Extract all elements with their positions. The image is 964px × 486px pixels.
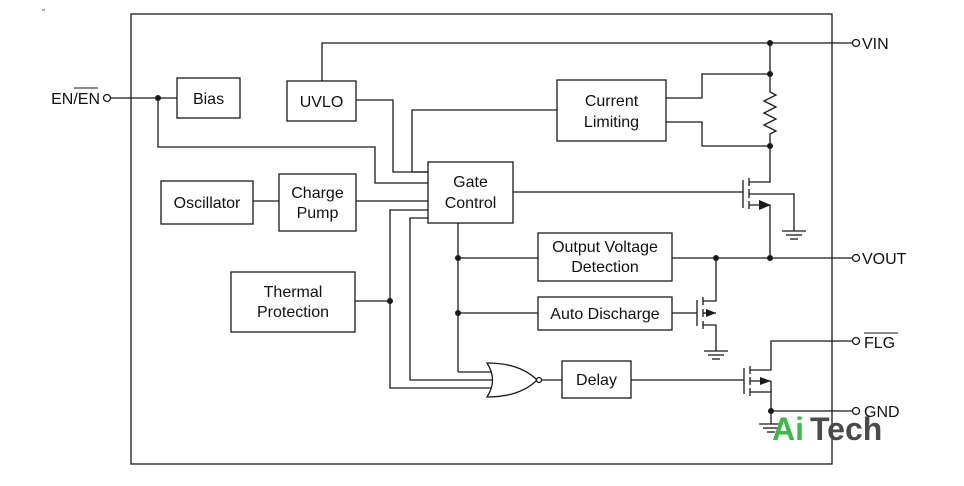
pin-flg-label: FLG	[864, 335, 895, 352]
pin-gnd: GND	[851, 404, 900, 421]
or-gate	[485, 362, 538, 398]
pin-en: EN/EN	[51, 87, 112, 108]
thermal-protection-label-line2: Protection	[257, 304, 329, 321]
thermal-protection-block: Thermal Protection	[230, 271, 356, 333]
flg-fet-arrow	[760, 377, 771, 385]
chip-boundary	[130, 13, 833, 465]
pin-vout: VOUT	[851, 251, 907, 268]
auto-discharge-label: Auto Discharge	[550, 306, 659, 323]
gate-control-label-line2: Control	[445, 195, 497, 212]
charge-pump-block: Charge Pump	[278, 173, 357, 232]
pin-gnd-label: GND	[864, 404, 900, 421]
output-voltage-detection-label-line2: Detection	[571, 259, 639, 276]
pin-vout-label: VOUT	[862, 251, 907, 268]
pass-fet-arrow	[759, 200, 771, 210]
charge-pump-label-line1: Charge	[291, 185, 344, 202]
junction-dots	[155, 40, 774, 414]
pin-vin-label: VIN	[862, 36, 889, 53]
uvlo-label: UVLO	[300, 94, 344, 111]
current-limiting-label-line2: Limiting	[584, 114, 639, 131]
thermal-protection-label-line1: Thermal	[264, 284, 323, 301]
output-voltage-detection-block: Output Voltage Detection	[537, 232, 673, 282]
auto-discharge-block: Auto Discharge	[537, 296, 673, 331]
gate-control-label-line1: Gate	[453, 174, 488, 191]
pin-flg: FLG	[851, 332, 898, 352]
or-gate-inverter-bubble	[535, 376, 543, 384]
current-limiting-block: Current Limiting	[556, 79, 667, 142]
watermark-part1: Ai	[772, 411, 804, 447]
wires	[111, 42, 852, 433]
bias-label: Bias	[193, 91, 224, 108]
delay-label: Delay	[576, 372, 617, 389]
oscillator-block: Oscillator	[160, 180, 254, 225]
aitech-watermark-logo: Ai Tech	[772, 411, 882, 447]
pin-vin: VIN	[851, 36, 889, 53]
uvlo-block: UVLO	[286, 80, 357, 122]
output-voltage-detection-label-line1: Output Voltage	[552, 239, 658, 256]
charge-pump-label-line2: Pump	[297, 205, 339, 222]
current-limiting-label-line1: Current	[585, 93, 639, 110]
bias-block: Bias	[176, 77, 241, 119]
delay-block: Delay	[561, 360, 632, 399]
watermark-part2: Tech	[810, 411, 882, 447]
gate-control-block: Gate Control	[427, 161, 514, 224]
pin-en-label: EN/EN	[51, 91, 100, 108]
oscillator-label: Oscillator	[174, 195, 241, 212]
discharge-fet-arrow	[706, 309, 716, 317]
